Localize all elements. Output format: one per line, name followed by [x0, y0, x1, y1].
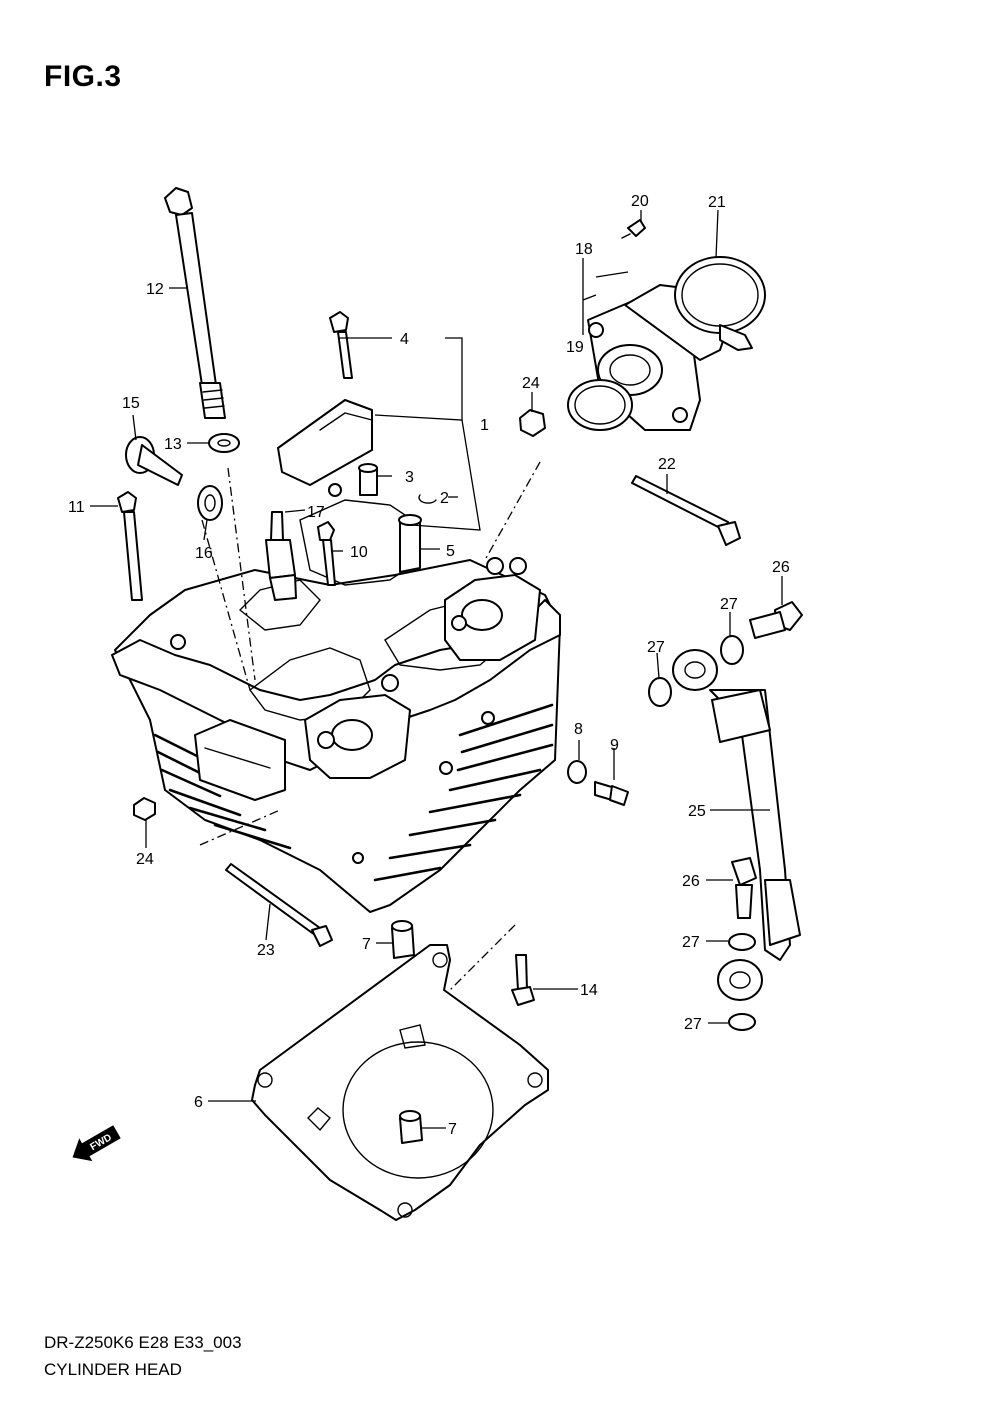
callout-2: 2 [440, 490, 449, 507]
part-16-washer [197, 485, 223, 521]
callout-4: 4 [400, 331, 409, 348]
part-22-stud [631, 475, 741, 546]
part-24-nut-left [133, 797, 156, 821]
callout-25: 25 [688, 803, 706, 820]
model-code: DR-Z250K6 E28 E33_003 [44, 1333, 242, 1352]
part-24-nut-top [519, 409, 546, 437]
callout-20: 20 [631, 193, 649, 210]
part-13-washer [208, 433, 240, 453]
callout-17: 17 [307, 504, 325, 521]
callout-22: 22 [658, 456, 676, 473]
part-3-dowel [358, 463, 378, 496]
part-7-dowel-top [391, 920, 415, 959]
callout-23: 23 [257, 942, 275, 959]
callout-3: 3 [405, 469, 414, 486]
fwd-label: FWD [89, 1132, 114, 1153]
callout-26-top: 26 [772, 559, 790, 576]
part-5-guide [398, 514, 422, 573]
callout-27-c: 27 [682, 934, 700, 951]
callout-16: 16 [195, 545, 213, 562]
cylinder-head [111, 461, 561, 913]
part-17-spark-plug [265, 511, 297, 601]
part-9-bolt [594, 781, 629, 806]
callout-19: 19 [566, 339, 584, 356]
callout-27-b: 27 [647, 639, 665, 656]
fwd-arrow-icon: FWD [72, 1125, 121, 1162]
part-1-cam-cap [277, 399, 373, 486]
part-2-clip [418, 494, 437, 504]
part-26-union-bolt-bottom [731, 857, 757, 919]
part-25-oil-hose [672, 649, 801, 1001]
callout-7-bottom: 7 [448, 1121, 457, 1138]
callout-15: 15 [122, 395, 140, 412]
part-20-screw [621, 219, 646, 239]
callout-27-a: 27 [720, 596, 738, 613]
callout-5: 5 [446, 543, 455, 560]
part-21-clamp [674, 256, 766, 351]
part-10-bolt [317, 521, 336, 586]
callout-18: 18 [575, 241, 593, 258]
part-12-stud-bolt [164, 187, 226, 419]
callout-27-d: 27 [684, 1016, 702, 1033]
diagram-caption: CYLINDER HEAD [44, 1360, 182, 1379]
callout-24-top: 24 [522, 375, 540, 392]
part-19-o-ring [567, 379, 633, 431]
callout-7-top: 7 [362, 936, 371, 953]
callout-21: 21 [708, 194, 726, 211]
part-6-gasket [251, 944, 549, 1221]
callout-11: 11 [68, 499, 85, 516]
callout-8: 8 [574, 721, 583, 738]
part-4-bolt [329, 311, 353, 379]
callout-1: 1 [480, 417, 489, 434]
callout-14: 14 [580, 982, 598, 999]
callout-13: 13 [164, 436, 182, 453]
part-27-washers [648, 635, 756, 1031]
callout-numbers: 1 2 3 4 5 6 7 7 8 9 10 11 12 13 14 15 16… [68, 193, 790, 1138]
part-8-washer [567, 760, 587, 784]
figure-title: FIG.3 [44, 60, 122, 93]
callout-24-left: 24 [136, 851, 154, 868]
callout-6: 6 [194, 1094, 203, 1111]
part-11-bolt [117, 491, 143, 601]
callout-12: 12 [146, 281, 164, 298]
part-14-bolt [511, 954, 535, 1006]
callout-9: 9 [610, 737, 619, 754]
callout-26-bottom: 26 [682, 873, 700, 890]
part-26-union-bolt-top [749, 601, 803, 639]
callout-10: 10 [350, 544, 368, 561]
part-23-stud [225, 863, 333, 947]
part-7-dowel-bottom [399, 1110, 423, 1144]
leader-lines [90, 209, 783, 1129]
part-15-flange-bolt [125, 436, 183, 486]
